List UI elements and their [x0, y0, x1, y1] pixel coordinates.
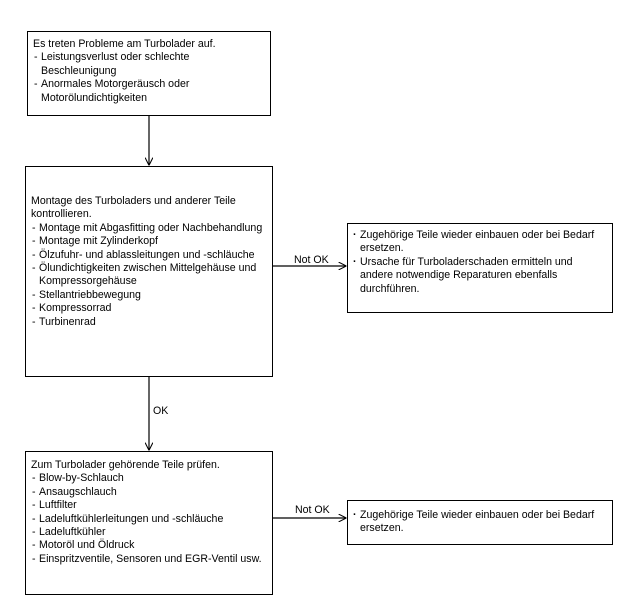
- problem-item: Anormales Motorgeräusch oder Motorölundi…: [33, 78, 266, 105]
- action-list-1: Zugehörige Teile wieder einbauen oder be…: [353, 229, 608, 296]
- check-mounting-box: Montage des Turboladers und anderer Teil…: [25, 166, 273, 377]
- check-mounting-item: Montage mit Zylinderkopf: [31, 235, 268, 249]
- check-parts-item: Ladeluftkühlerleitungen und -schläuche: [31, 513, 268, 527]
- check-parts-item: Einspritzventile, Sensoren und EGR-Venti…: [31, 553, 268, 567]
- action-box-1: Zugehörige Teile wieder einbauen oder be…: [347, 223, 613, 313]
- check-parts-item: Luftfilter: [31, 499, 268, 513]
- check-mounting-item: Turbinenrad: [31, 316, 268, 330]
- check-parts-title: Zum Turbolader gehörende Teile prüfen.: [31, 459, 220, 471]
- edge-label-ok: OK: [153, 405, 169, 417]
- check-parts-item: Ansaugschlauch: [31, 486, 268, 500]
- check-mounting-item: Stellantriebbewegung: [31, 289, 268, 303]
- problem-box: Es treten Probleme am Turbolader auf. Le…: [27, 31, 271, 116]
- check-parts-box: Zum Turbolader gehörende Teile prüfen. B…: [25, 451, 273, 595]
- check-mounting-item: Ölundichtigkeiten zwischen Mittelgehäuse…: [31, 262, 268, 289]
- check-parts-item: Blow-by-Schlauch: [31, 472, 268, 486]
- action-list-2: Zugehörige Teile wieder einbauen oder be…: [353, 509, 608, 536]
- check-mounting-list: Montage mit Abgasfitting oder Nachbehand…: [31, 222, 268, 330]
- action-item: Zugehörige Teile wieder einbauen oder be…: [353, 509, 608, 536]
- problem-list: Leistungsverlust oder schlechte Beschleu…: [33, 51, 266, 105]
- check-mounting-title: Montage des Turboladers und anderer Teil…: [31, 195, 239, 221]
- action-item: Zugehörige Teile wieder einbauen oder be…: [353, 229, 608, 256]
- action-box-2: Zugehörige Teile wieder einbauen oder be…: [347, 500, 613, 545]
- action-item: Ursache für Turboladerschaden ermitteln …: [353, 256, 608, 296]
- edge-label-not-ok: Not OK: [294, 254, 329, 266]
- problem-item: Leistungsverlust oder schlechte Beschleu…: [33, 51, 266, 78]
- check-mounting-item: Ölzufuhr- und ablassleitungen und -schlä…: [31, 249, 268, 263]
- problem-title: Es treten Probleme am Turbolader auf.: [33, 38, 216, 50]
- edge-label-not-ok: Not OK: [295, 504, 330, 516]
- check-mounting-item: Kompressorrad: [31, 302, 268, 316]
- check-mounting-item: Montage mit Abgasfitting oder Nachbehand…: [31, 222, 268, 236]
- check-parts-item: Motoröl und Öldruck: [31, 539, 268, 553]
- check-parts-item: Ladeluftkühler: [31, 526, 268, 540]
- check-parts-list: Blow-by-Schlauch Ansaugschlauch Luftfilt…: [31, 472, 268, 566]
